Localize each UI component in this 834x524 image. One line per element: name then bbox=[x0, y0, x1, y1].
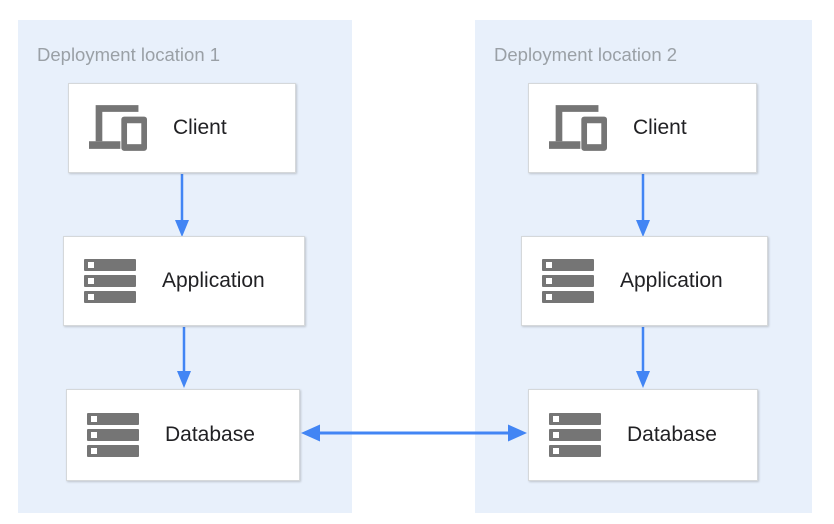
devices-icon bbox=[549, 105, 607, 151]
server-stack-icon bbox=[549, 413, 601, 457]
server-stack-icon bbox=[542, 259, 594, 303]
node-label: Client bbox=[173, 116, 227, 139]
node-client-2: Client bbox=[528, 83, 757, 173]
server-stack-icon bbox=[87, 413, 139, 457]
node-label: Application bbox=[162, 269, 265, 292]
group-title: Deployment location 1 bbox=[37, 44, 221, 65]
node-label: Database bbox=[627, 423, 717, 446]
node-database-1: Database bbox=[66, 389, 300, 481]
node-label: Application bbox=[620, 269, 723, 292]
devices-icon bbox=[89, 105, 147, 151]
group-title: Deployment location 2 bbox=[494, 44, 678, 65]
node-label: Client bbox=[633, 116, 687, 139]
node-client-1: Client bbox=[68, 83, 296, 173]
server-stack-icon bbox=[84, 259, 136, 303]
node-application-2: Application bbox=[521, 236, 768, 326]
node-database-2: Database bbox=[528, 389, 758, 481]
node-label: Database bbox=[165, 423, 255, 446]
node-application-1: Application bbox=[63, 236, 305, 326]
